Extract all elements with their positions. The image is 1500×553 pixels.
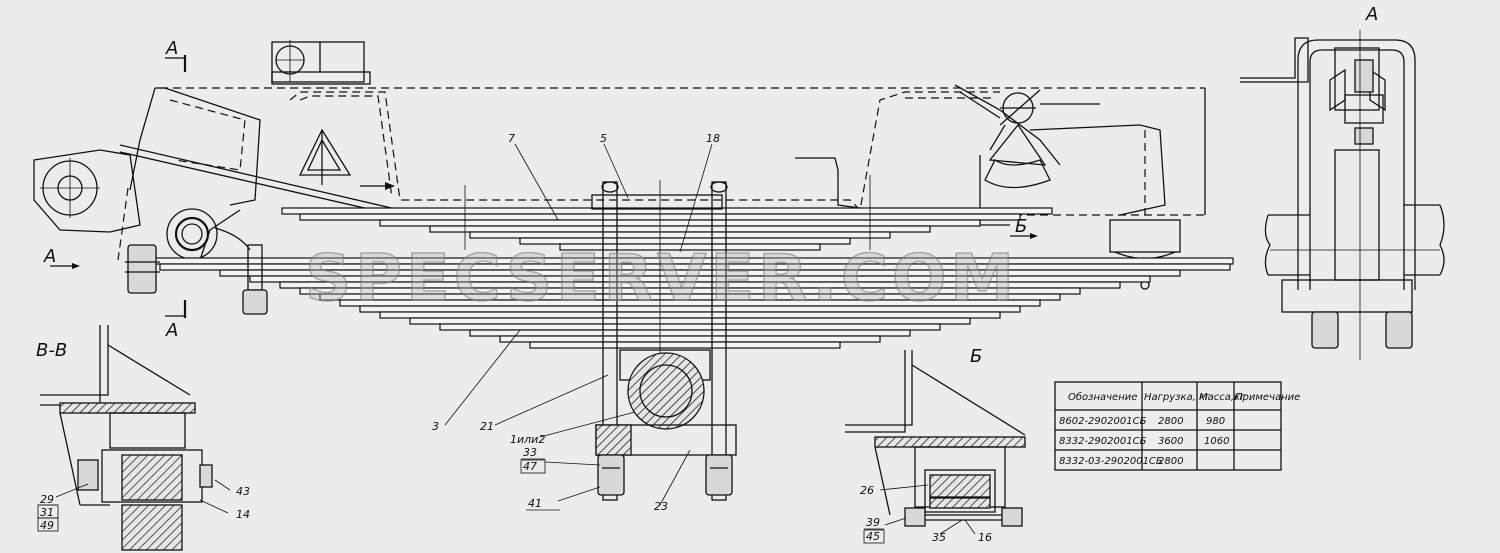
view-a-title: А [1365, 4, 1378, 25]
callout-33: 33 [523, 446, 537, 459]
table-cell: 2800 [1158, 456, 1183, 467]
spring-eye [166, 208, 251, 260]
section-a-top-label: А [165, 38, 178, 59]
leaf-spring [149, 175, 1234, 380]
callout-26: 26 [860, 484, 874, 497]
table-cell: 8332-2902001СБ [1059, 436, 1147, 447]
callout-49: 49 [40, 519, 54, 532]
main-view [33, 40, 1234, 506]
view-b-title: Б [970, 346, 982, 367]
table-cell: 980 [1206, 416, 1225, 427]
table-header-mass: Масса,кг [1199, 392, 1246, 403]
table-cell: 8602-2902001СБ [1059, 416, 1147, 427]
section-a-bottom-label: А [165, 320, 178, 341]
callout-16: 16 [978, 531, 992, 544]
callout-5: 5 [600, 132, 607, 145]
callout-3: 3 [432, 420, 439, 433]
leader-lines [444, 143, 713, 506]
table-cell: 3600 [1158, 436, 1183, 447]
view-b [845, 350, 1026, 535]
front-bracket [33, 87, 401, 261]
callout-23: 23 [654, 500, 668, 513]
table-header-note: Примечание [1235, 392, 1300, 403]
table-cell: 2800 [1158, 416, 1183, 427]
callout-14: 14 [236, 508, 250, 521]
view-a-spring-stack [1334, 149, 1380, 281]
section-marks [50, 55, 1038, 318]
watermark: SPECSERVER.COM [305, 242, 1018, 316]
callout-43: 43 [236, 485, 250, 498]
callout-35: 35 [932, 531, 946, 544]
callout-41: 41 [528, 497, 542, 510]
rebound-stop [298, 128, 395, 190]
view-vv [40, 325, 231, 551]
view-a [1240, 30, 1445, 360]
callout-45: 45 [866, 530, 880, 543]
view-vv-title: В-В [36, 340, 67, 361]
rear-bracket [954, 84, 1181, 290]
callout-18: 18 [706, 132, 720, 145]
table-header-designation: Обозначение [1068, 391, 1137, 403]
callout-21: 21 [480, 420, 494, 433]
spec-table: Обозначение Нагрузка, кг Масса,кг Примеч… [1054, 381, 1300, 471]
u-bolt-clamp [591, 181, 737, 501]
callout-47: 47 [523, 460, 537, 473]
callout-31: 31 [40, 506, 54, 519]
table-header-load: Нагрузка, кг [1144, 392, 1211, 403]
table-cell: 8332-03-2902001СБ [1059, 456, 1163, 467]
top-mount-block [271, 40, 371, 85]
table-cell: 1060 [1204, 436, 1229, 447]
callout-1or2: 1или2 [510, 433, 545, 446]
callout-29: 29 [40, 493, 54, 506]
section-a-left-label: А [43, 246, 56, 267]
callout-7: 7 [508, 132, 515, 145]
shackle-bolts [125, 244, 268, 315]
callout-39: 39 [866, 516, 880, 529]
section-b-marker-label: Б [1015, 216, 1027, 237]
